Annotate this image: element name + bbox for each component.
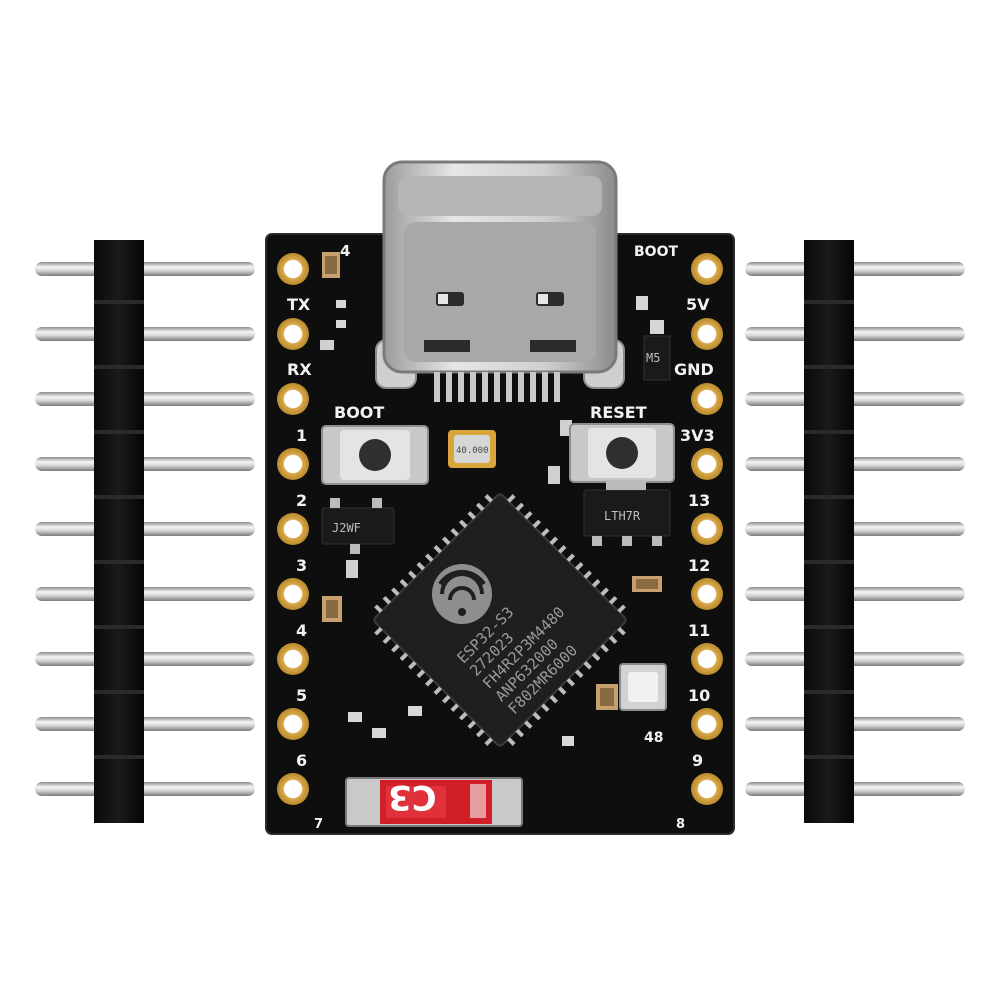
transistor-sot23: J2WF [321,498,395,554]
led-pin-label: 48 [644,730,663,746]
espressif-logo [432,564,492,624]
crystal-marking: 40.000 [456,446,489,456]
model-label: C3 [388,777,437,817]
left-pin-header [35,240,255,823]
pin-label-9: 9 [692,751,703,770]
small-ic-marking: M5 [646,351,660,365]
pin-label-7: 7 [314,817,323,832]
reset-button-label: RESET [590,403,647,422]
left-gold-pads [277,253,309,805]
left-header-pins [35,262,255,796]
reset-button: RESET [569,403,675,483]
pin-label-tx: TX [287,295,311,314]
small-ic: M5 [643,335,671,381]
antenna-area: C3 [345,777,523,827]
rgb-led: 48 [619,663,667,746]
pin-label-5v: 5V [686,295,710,314]
left-pin-labels: 4 TX RX 1 2 3 4 5 6 7 [287,242,350,832]
esp32-s3-chip [373,493,627,747]
pin-label-3: 3 [296,556,307,575]
left-header-plastic [94,240,144,823]
pin-label-4: 4 [296,621,307,640]
pin-label-5: 5 [296,686,307,705]
pin-label-boot-top: BOOT [634,244,678,260]
right-gold-pads [691,253,723,805]
pin-label-13: 13 [688,491,710,510]
right-header-notches [804,300,854,759]
boot-button: BOOT [321,403,429,485]
voltage-regulator: LTH7R [583,480,671,546]
right-pin-labels: BOOT 5V GND 3V3 13 12 11 10 9 8 [634,244,715,832]
boot-button-label: BOOT [334,403,384,422]
right-header-pins [745,262,965,796]
pin-label-12: 12 [688,556,710,575]
pin-label-rx: RX [287,360,312,379]
pin-label-8: 8 [676,817,685,832]
crystal-oscillator: 40.000 [448,430,496,468]
left-header-notches [94,300,144,759]
pin-label-4-top: 4 [340,242,350,260]
transistor-marking: J2WF [332,521,361,535]
right-pin-header [745,240,965,823]
pin-label-3v3: 3V3 [680,426,715,445]
pin-label-6: 6 [296,751,307,770]
pin-label-2: 2 [296,491,307,510]
pin-label-11: 11 [688,621,710,640]
usb-c-connector [375,160,625,389]
usb-c-pins [434,372,560,402]
pin-label-gnd: GND [674,360,714,379]
right-header-plastic [804,240,854,823]
regulator-marking: LTH7R [604,509,641,523]
pin-label-1: 1 [296,426,307,445]
pin-label-10: 10 [688,686,710,705]
